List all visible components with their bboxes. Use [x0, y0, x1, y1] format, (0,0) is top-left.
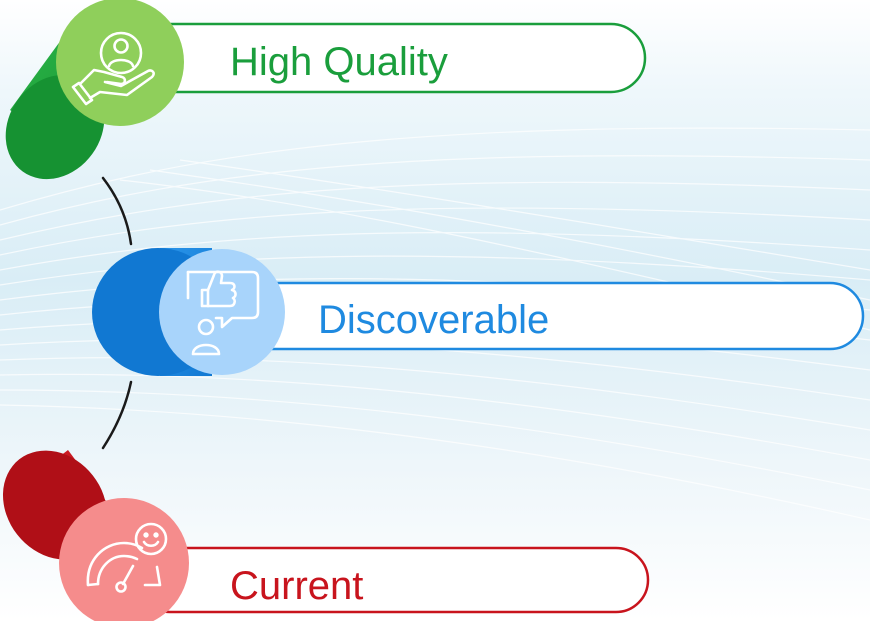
label-current: Current [230, 564, 364, 608]
connector-line-2 [101, 380, 133, 450]
connector-line-1 [101, 176, 133, 246]
label-discoverable: Discoverable [318, 298, 550, 342]
label-high-quality: High Quality [230, 40, 448, 84]
icon-badge [159, 249, 285, 375]
icon-badge [56, 0, 184, 126]
hand-holding-person-icon [71, 31, 155, 106]
icon-badge [59, 498, 189, 621]
item-discoverable [92, 248, 865, 376]
item-current [2, 450, 650, 621]
label-pill [136, 546, 650, 614]
smile-speedometer-icon [86, 522, 168, 593]
person-thumbs-up-speech-icon [186, 270, 260, 356]
item-high-quality [5, 0, 647, 180]
